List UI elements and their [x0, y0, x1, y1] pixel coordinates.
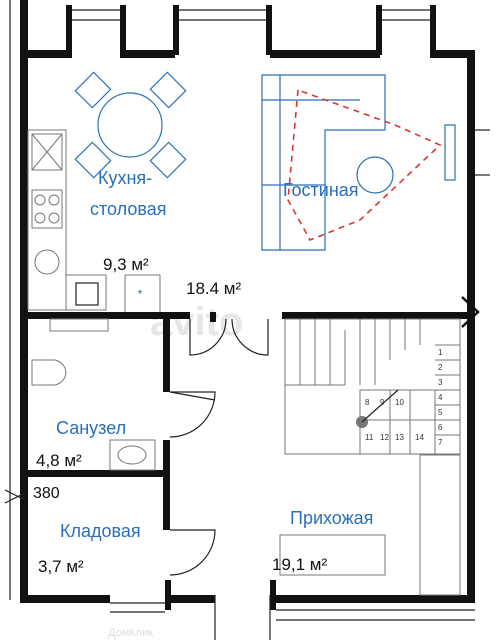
svg-text:13: 13 [395, 433, 404, 442]
bathroom-area: 4,8 м² [36, 451, 82, 470]
kitchen-area: 9,3 м² [103, 255, 149, 274]
svg-text:12: 12 [380, 433, 389, 442]
dimension-marker: 380 [4, 485, 60, 504]
hallway-furniture [279, 454, 461, 596]
bathroom-label: Санузел [56, 418, 126, 438]
storage-label: Кладовая [60, 521, 141, 541]
kitchen-furniture: * [27, 71, 187, 312]
living-furniture [261, 74, 456, 251]
svg-text:7: 7 [438, 438, 443, 447]
svg-text:11: 11 [365, 433, 374, 442]
next-arrow-icon[interactable] [461, 296, 480, 328]
svg-text:*: * [138, 287, 143, 301]
living-label: Гостиная [283, 180, 359, 200]
kitchen-label-2: столовая [90, 199, 167, 219]
svg-text:3: 3 [438, 378, 443, 387]
svg-text:9: 9 [380, 398, 385, 407]
exterior-walls [9, 0, 490, 640]
svg-text:4: 4 [438, 393, 443, 402]
svg-text:2: 2 [438, 363, 443, 372]
svg-text:10: 10 [395, 398, 404, 407]
living-area: 18.4 м² [186, 279, 241, 298]
hallway-area: 19,1 м² [272, 555, 327, 574]
storage-area: 3,7 м² [38, 557, 84, 576]
bathroom-fixtures [31, 318, 156, 471]
interior-walls [20, 312, 475, 530]
svg-text:14: 14 [415, 433, 424, 442]
staircase: 1 2 3 4 5 6 7 8 9 10 11 12 13 14 [284, 318, 461, 455]
watermark-text: ДомКлик [108, 627, 153, 639]
svg-text:6: 6 [438, 423, 443, 432]
kitchen-label-1: Кухня- [98, 168, 152, 188]
dimension-value: 380 [33, 485, 60, 502]
svg-text:1: 1 [438, 348, 443, 357]
svg-text:8: 8 [365, 398, 370, 407]
doors [169, 318, 269, 576]
dining-table [97, 92, 163, 158]
hallway-label: Прихожая [290, 508, 373, 528]
svg-text:5: 5 [438, 408, 443, 417]
